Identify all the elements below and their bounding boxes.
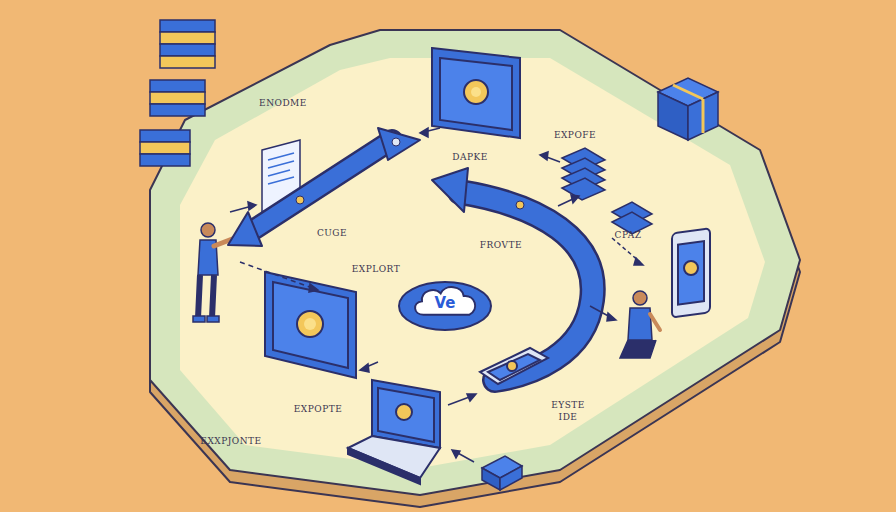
- caption-label: EYSTE IDE: [548, 400, 588, 423]
- caption-label: EXPOFE: [550, 130, 600, 142]
- caption-label: EXPOPTE: [288, 404, 348, 416]
- caption-label: EXPLORT: [348, 264, 404, 276]
- caption-label: DAPKE: [448, 152, 492, 164]
- caption-label: EXXPJONTE: [196, 436, 266, 448]
- cloud-node: Ve: [409, 280, 481, 320]
- caption-label: CUGE: [312, 228, 352, 240]
- cloud-text: Ve: [435, 294, 456, 312]
- caption-label: FROVTE: [476, 240, 526, 252]
- caption-label: CPAZ: [608, 230, 648, 242]
- caption-label: ENODME: [258, 98, 308, 110]
